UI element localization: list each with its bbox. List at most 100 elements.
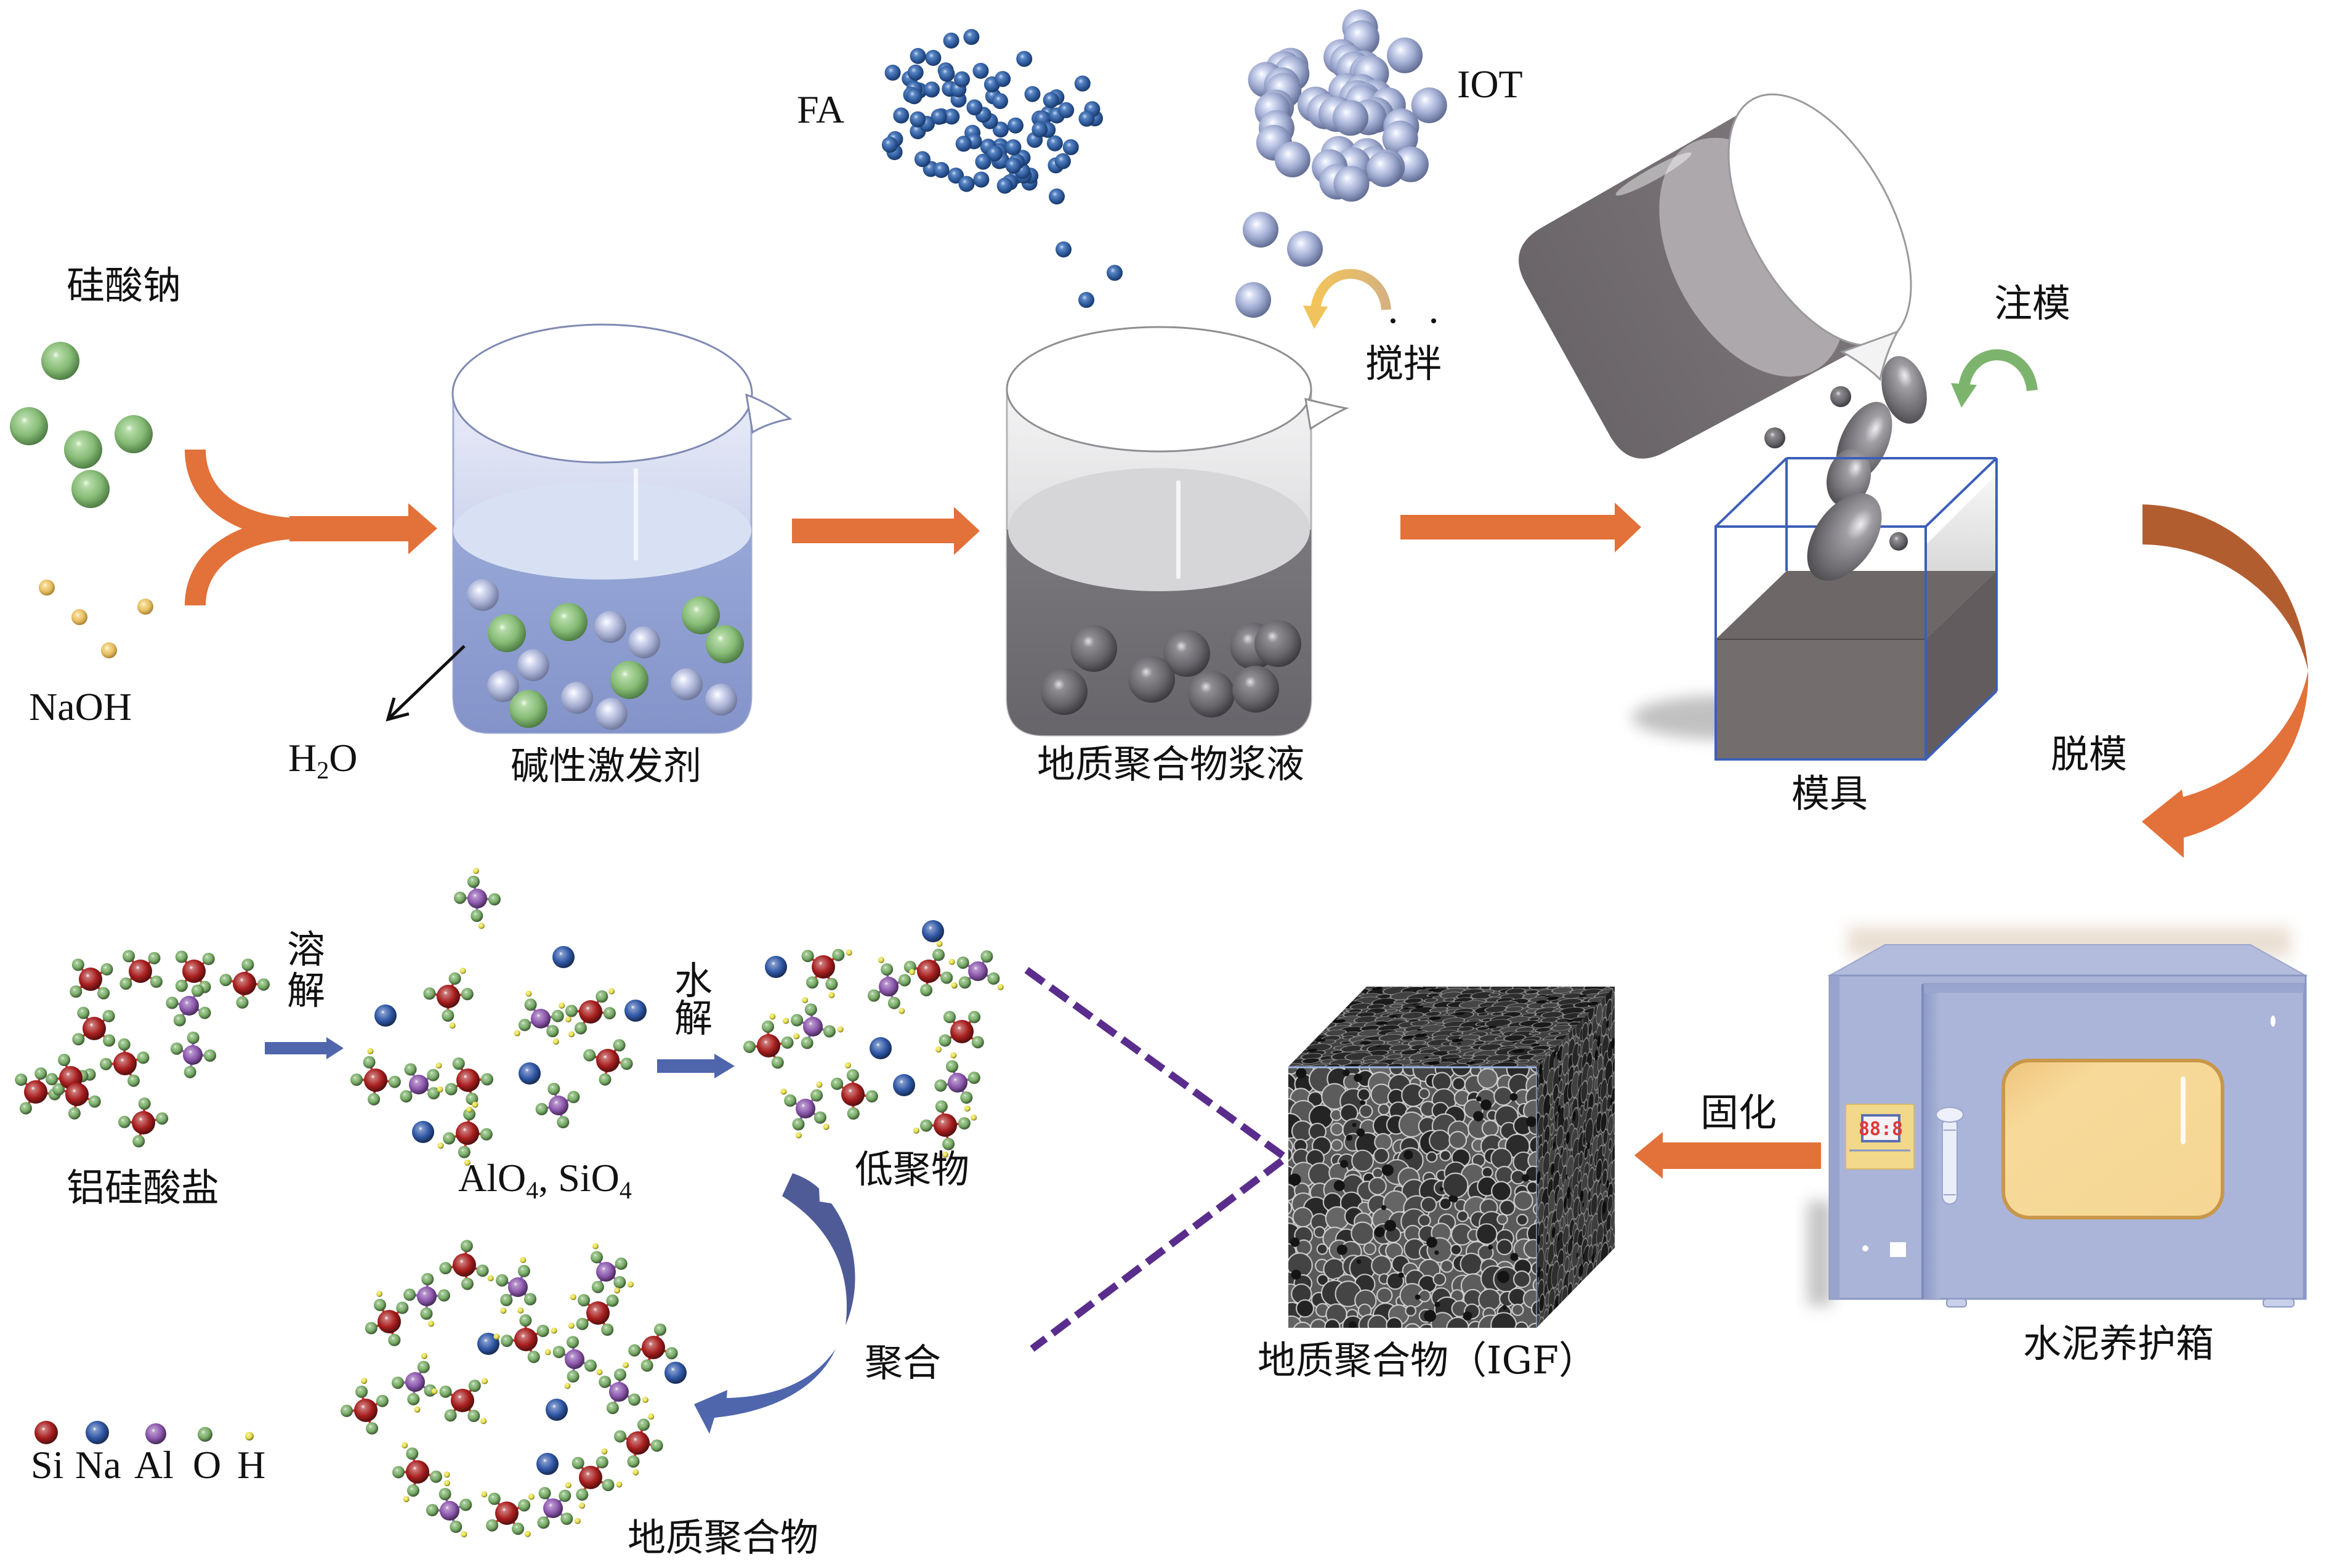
o-atom <box>448 972 461 985</box>
iot-label: IOT <box>1457 62 1523 106</box>
h-atom <box>909 969 916 976</box>
o-atom <box>865 1090 878 1103</box>
iot-particles <box>1235 9 1447 318</box>
center-atoms <box>354 1253 687 1525</box>
fa-particle <box>1016 51 1033 67</box>
h-atom <box>769 1013 776 1020</box>
h-atom <box>878 956 884 963</box>
arrow-head <box>1615 503 1641 552</box>
o-atom <box>204 1049 216 1062</box>
h-atom <box>783 1017 789 1024</box>
glass-highlight <box>1176 480 1181 579</box>
o-atom <box>257 978 270 991</box>
si-atom <box>495 1501 519 1525</box>
o-atom <box>602 1479 615 1492</box>
pouring-beaker <box>1519 93 1912 459</box>
si-atom <box>626 1431 650 1455</box>
h-atom <box>559 1002 565 1009</box>
water-label: H2O <box>288 736 357 784</box>
o-atom <box>480 1128 493 1141</box>
o-atom <box>458 1146 470 1158</box>
mold-edge <box>1714 457 1788 528</box>
o-atom <box>481 1073 493 1086</box>
hydrolysis-label-2: 解 <box>674 996 713 1041</box>
h-atom <box>837 1026 844 1033</box>
mold-fill-side <box>1926 571 1997 759</box>
hydrogen-atoms <box>769 940 1004 1158</box>
center-atoms <box>757 920 988 1137</box>
o-atom <box>960 1091 973 1104</box>
pour-arrow-body <box>1958 349 2038 392</box>
o-atom <box>461 988 474 1001</box>
o-atom <box>559 1489 571 1502</box>
legend-o-label: O <box>193 1443 221 1487</box>
slurry-beaker <box>1006 326 1349 737</box>
h-atom <box>552 1038 559 1045</box>
o-atom <box>603 1007 616 1020</box>
o-atom <box>374 1298 386 1311</box>
sodium-silicate-particle <box>10 407 48 445</box>
o-atom <box>596 1456 608 1469</box>
o-atom <box>350 1073 363 1086</box>
o-atom <box>46 1073 59 1086</box>
h-atom <box>950 1052 957 1059</box>
legend-na-swatch <box>86 1421 109 1444</box>
center-atoms <box>364 889 647 1145</box>
si-atom <box>378 1310 401 1333</box>
demold-label: 脱模 <box>2051 732 2127 777</box>
o-atom <box>70 985 83 998</box>
na-atom <box>546 1399 568 1421</box>
raw-materials: 硅酸钠 NaOH <box>10 263 181 729</box>
mold-fill-front <box>1716 639 1926 759</box>
h-atom <box>823 1123 830 1130</box>
o-atom <box>452 1057 465 1070</box>
h-atom <box>613 1287 620 1294</box>
o-atom <box>956 956 969 969</box>
h-atom <box>437 1142 444 1149</box>
o-atom <box>148 952 161 964</box>
o-atom <box>488 1492 501 1505</box>
o-atom <box>939 1034 951 1047</box>
o-atom <box>34 1067 47 1080</box>
h-atom <box>845 1062 851 1069</box>
si-atom <box>579 1000 602 1024</box>
al-atom <box>879 977 898 996</box>
arrow-shaft <box>1400 515 1616 540</box>
legend-na-label: Na <box>75 1443 121 1487</box>
h-atom <box>443 1471 450 1478</box>
h-atom <box>402 1442 408 1449</box>
o-atom <box>640 1359 653 1372</box>
fa-particle <box>943 108 960 125</box>
dissolution-label-1: 溶 <box>287 927 325 972</box>
naoh-particle <box>39 580 55 596</box>
mold <box>1632 457 1998 761</box>
glass-highlight <box>634 468 638 560</box>
o-atom <box>565 1004 578 1017</box>
o-atom <box>946 1060 958 1073</box>
hydrogen-atoms <box>367 868 615 1166</box>
demold-arrow-lower <box>2142 671 2309 858</box>
o-atom <box>551 1009 564 1022</box>
beaker-rim <box>1006 326 1312 453</box>
oxygen-atoms <box>743 948 1000 1150</box>
dissolved-particle <box>517 649 549 681</box>
polymerization-arrow <box>694 1173 855 1434</box>
o-atom <box>444 1409 457 1422</box>
o-atom <box>100 963 113 976</box>
h-atom <box>459 968 466 974</box>
silicate-particle <box>706 625 744 663</box>
beaker-rim <box>451 323 753 464</box>
o-atom <box>968 1011 981 1024</box>
o-atom <box>460 1240 473 1253</box>
fa-particle <box>966 99 983 116</box>
silicate-particle <box>509 690 547 728</box>
si-atom <box>113 1052 137 1075</box>
fa-particle <box>925 50 942 66</box>
dot <box>1391 318 1395 323</box>
o-atom <box>524 1293 536 1306</box>
liquid-surface <box>1008 468 1310 591</box>
o-atom <box>552 1346 565 1359</box>
h-atom <box>466 1106 473 1113</box>
o-atom <box>846 1069 859 1081</box>
fa-particle <box>910 111 926 127</box>
